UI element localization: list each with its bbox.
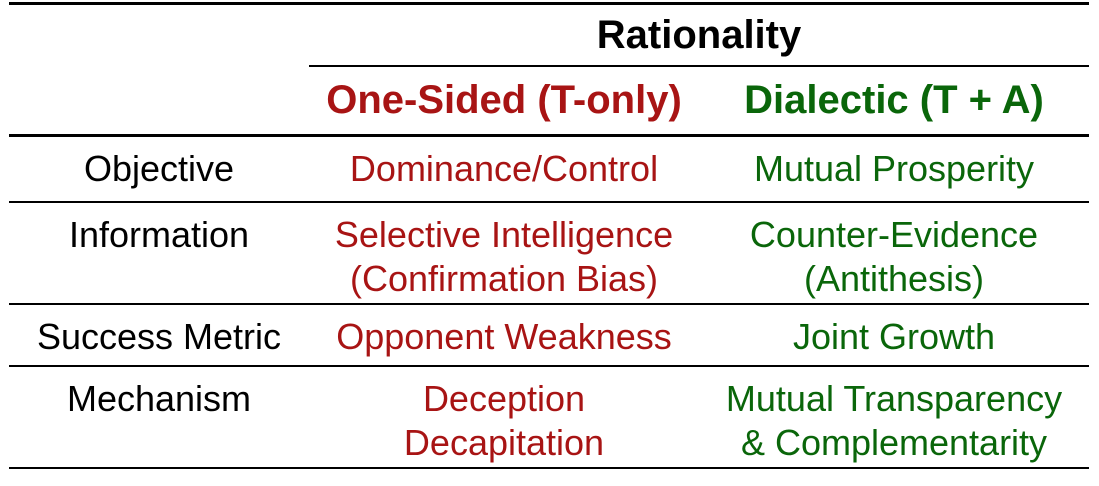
cell-dialectic: Mutual Transparency & Complementarity [699, 365, 1090, 469]
group-header-row: Rationality [9, 2, 1090, 67]
cell-dialectic: Joint Growth [699, 303, 1090, 367]
blank-corner-cell [9, 65, 309, 137]
group-header-rationality: Rationality [309, 2, 1090, 67]
table-body: Objective Dominance/Control Mutual Prosp… [9, 135, 1090, 469]
blank-corner-cell [9, 2, 309, 66]
row-label: Objective [9, 135, 309, 203]
table-row-information: Information Selective Intelligence (Conf… [9, 201, 1090, 305]
table-header: Rationality One-Sided (T-only) Dialectic… [9, 2, 1090, 137]
cell-dialectic: Counter-Evidence (Antithesis) [699, 201, 1090, 305]
cell-one-sided: Selective Intelligence (Confirmation Bia… [309, 201, 699, 305]
cell-one-sided: Dominance/Control [309, 135, 699, 203]
table-row-mechanism: Mechanism Deception Decapitation Mutual … [9, 365, 1090, 469]
cell-one-sided: Opponent Weakness [309, 303, 699, 367]
cell-one-sided: Deception Decapitation [309, 365, 699, 469]
table-row-objective: Objective Dominance/Control Mutual Prosp… [9, 135, 1090, 203]
column-header-row: One-Sided (T-only) Dialectic (T + A) [9, 65, 1090, 137]
row-label: Information [9, 201, 309, 305]
column-header-one-sided: One-Sided (T-only) [309, 65, 699, 137]
row-label: Mechanism [9, 365, 309, 469]
row-label: Success Metric [9, 303, 309, 367]
column-header-dialectic: Dialectic (T + A) [699, 65, 1090, 137]
cell-dialectic: Mutual Prosperity [699, 135, 1090, 203]
comparison-table: Rationality One-Sided (T-only) Dialectic… [9, 2, 1090, 469]
table-row-success-metric: Success Metric Opponent Weakness Joint G… [9, 303, 1090, 367]
